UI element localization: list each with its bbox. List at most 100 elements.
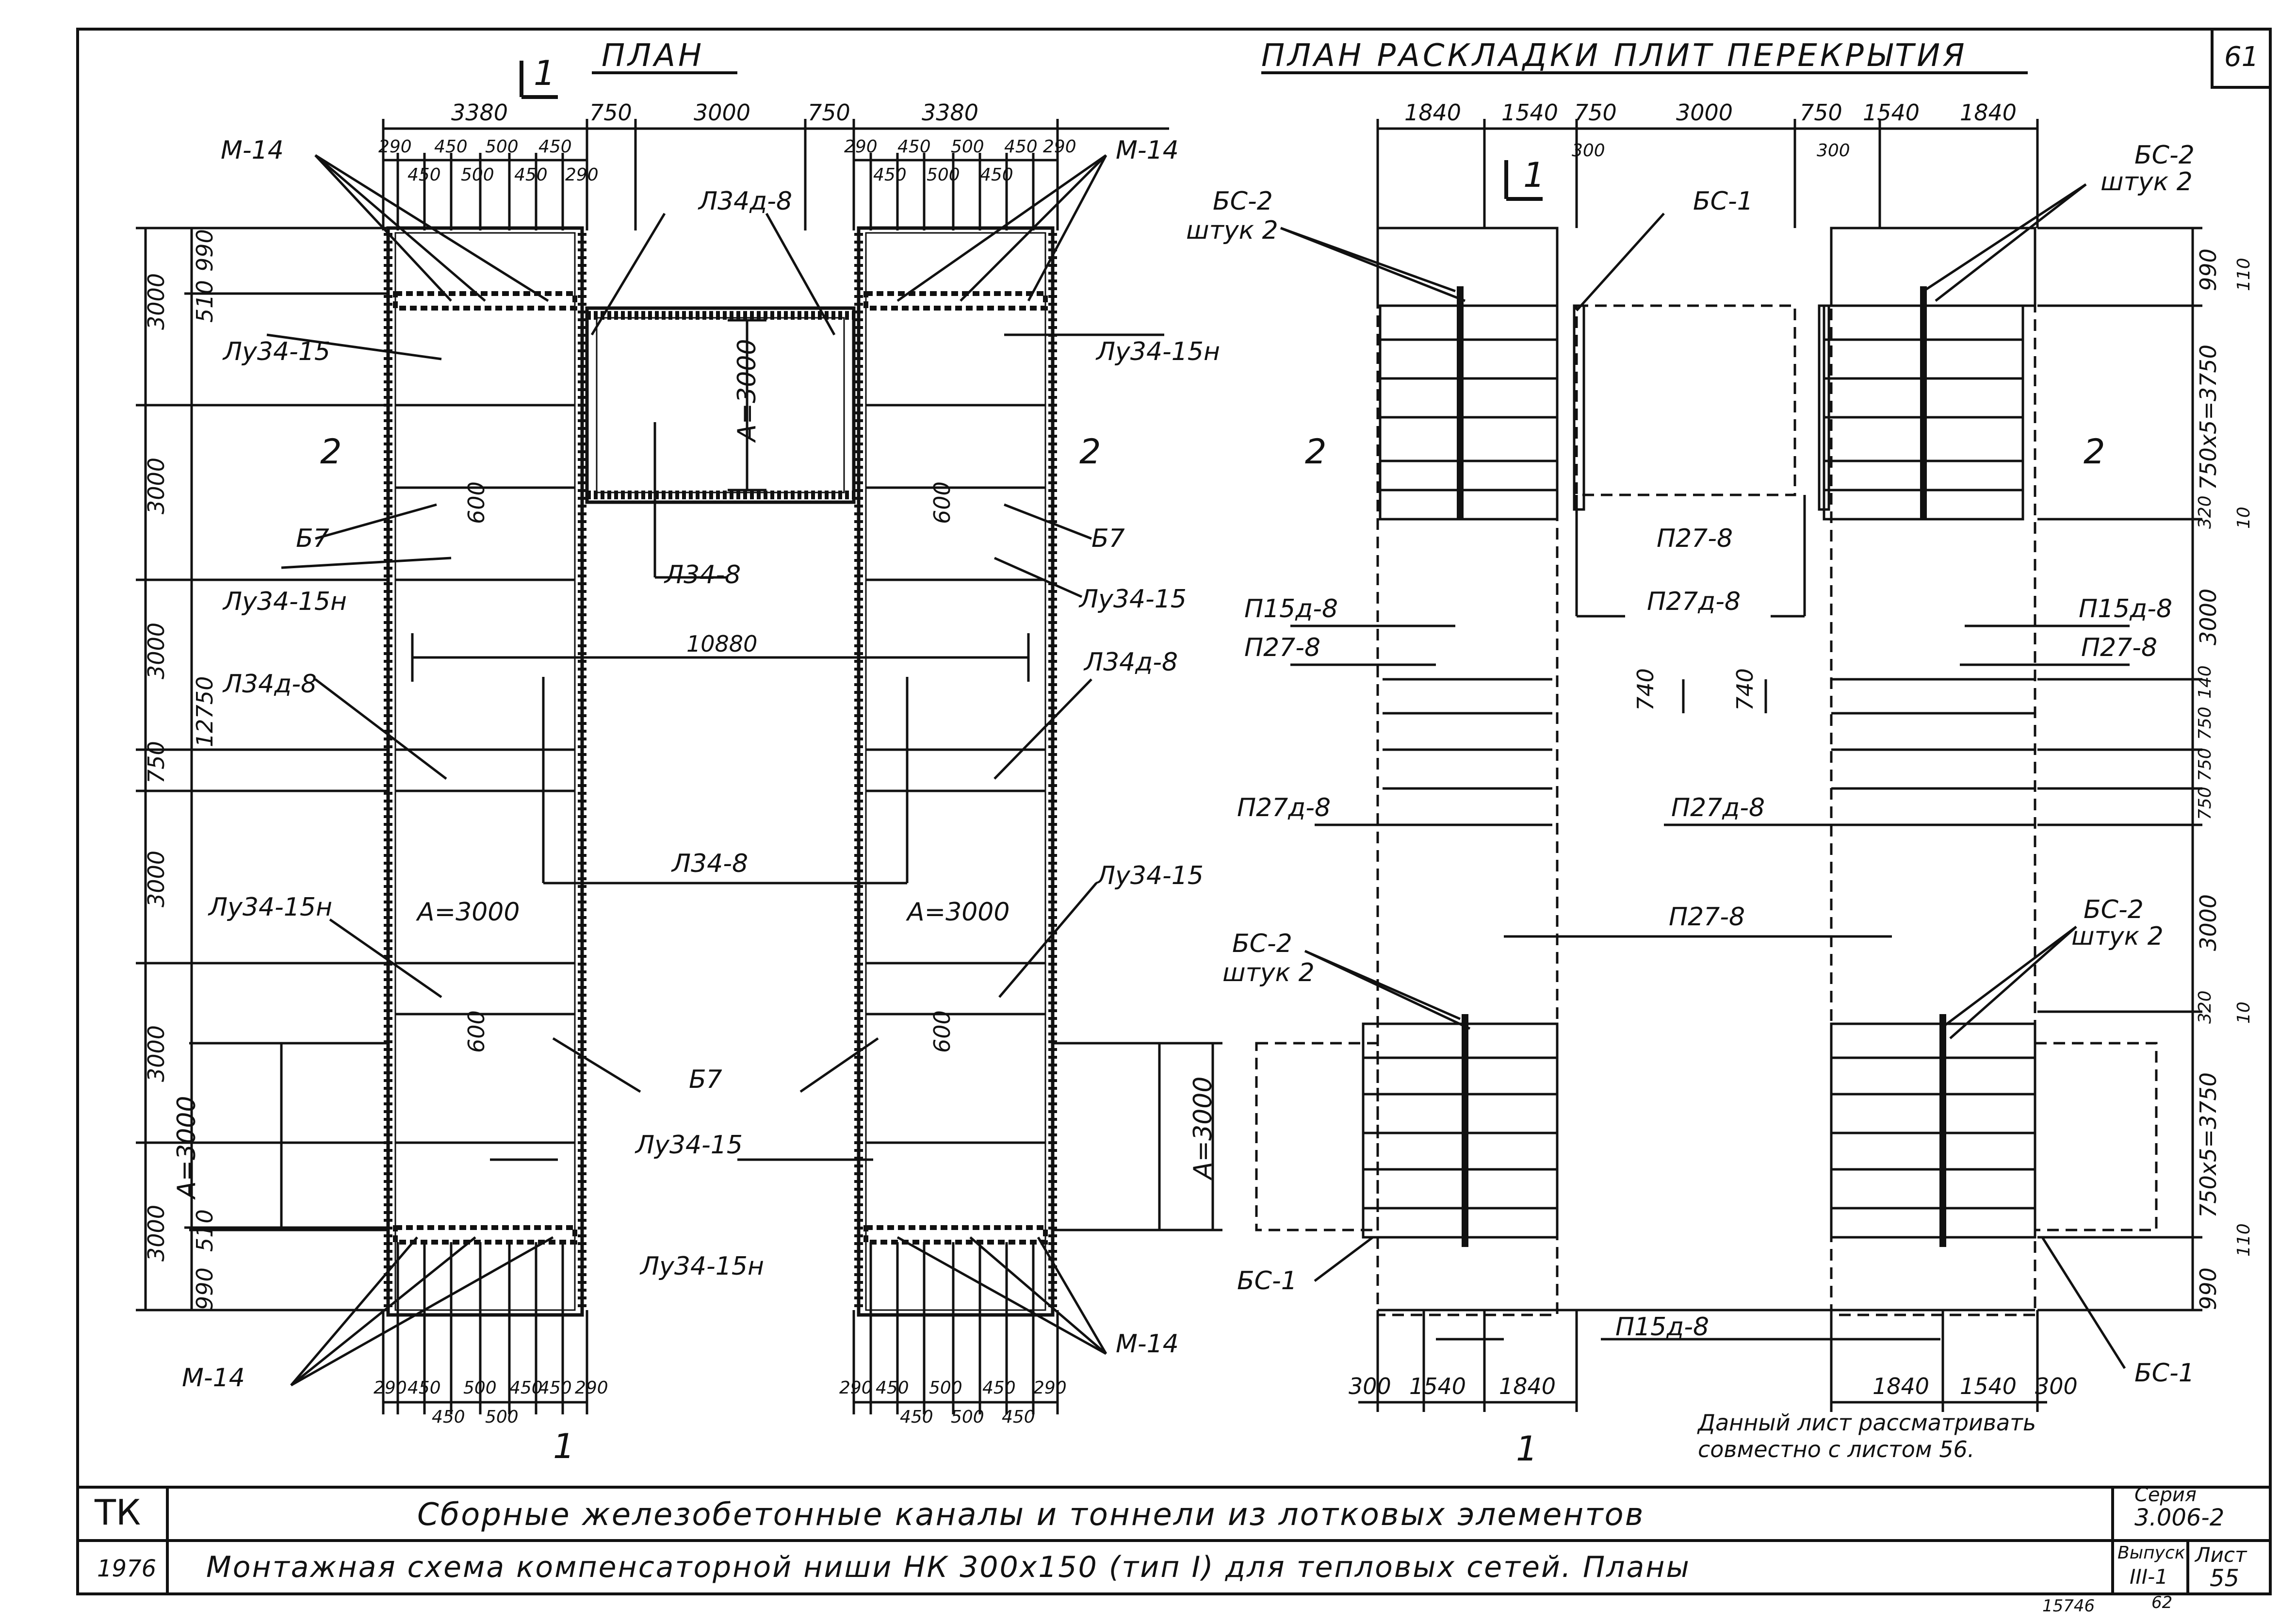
dim-bottom-right-5: 290: [1033, 1378, 1067, 1398]
rlabel-bs1-top: БС-1: [1693, 187, 1753, 216]
label-a3000-left: А=3000: [417, 898, 520, 927]
dim-bottom-left-4: 450: [509, 1378, 543, 1398]
left-section-1-top: 1: [534, 53, 555, 93]
title-block-line-1: Сборные железобетонные каналы и тоннели …: [417, 1497, 1645, 1533]
right-plan-title: ПЛАН РАСКЛАДКИ ПЛИТ ПЕРЕКРЫТИЯ: [1261, 38, 1968, 74]
dim-left-detail-3: 500: [485, 137, 519, 157]
dim-top-3380-left: 3380: [451, 99, 508, 126]
left-section-2-left: 2: [320, 432, 342, 472]
label-lu3415-right: Лу34-15: [1079, 585, 1187, 614]
dim-v-3000-6: 3000: [143, 1204, 169, 1262]
left-plan: [136, 61, 1222, 1414]
title-block-sheet-value: 55: [2210, 1565, 2240, 1592]
dim-v-510-bottom: 510: [192, 1209, 218, 1252]
dim-v-3000-5: 3000: [143, 1025, 169, 1082]
label-a3000-lower-left: А=3000: [172, 1096, 201, 1198]
dim-bottom-right-7: 500: [951, 1407, 984, 1427]
dim-top-750-left: 750: [589, 99, 632, 126]
rlabel-p27d8-left: П27д-8: [1237, 793, 1331, 822]
rlabel-bs2-lower-left: БС-2: [1232, 929, 1292, 958]
rlabel-qty-lower-left: штук 2: [1222, 958, 1315, 987]
rdim-top-750-right: 750: [1800, 99, 1842, 126]
rlabel-qty-lower-right: штук 2: [2071, 922, 2164, 951]
rlabel-p27d8-center: П27д-8: [1671, 793, 1765, 822]
rdim-v-990-bottom: 990: [2195, 1267, 2221, 1310]
rdim-v-320-top: 320: [2195, 495, 2215, 529]
rlabel-p15d8-right: П15д-8: [2079, 594, 2173, 623]
rlabel-p278-right: П27-8: [2081, 633, 2158, 662]
left-plan-title: ПЛАН: [602, 38, 705, 74]
rdim-top-750-left: 750: [1574, 99, 1617, 126]
dim-left-detail-1: 290: [378, 137, 412, 157]
label-m14-top-left: М-14: [221, 136, 284, 165]
title-block-line-2: Монтажная схема компенсаторной ниши НК 3…: [206, 1550, 1691, 1584]
rdim-top-1840-left: 1840: [1404, 99, 1462, 126]
title-block-tk: ТК: [95, 1492, 141, 1533]
dim-right-detail-1: 290: [844, 137, 878, 157]
rdim-v-110-top: 110: [2234, 258, 2254, 291]
right-section-2-right: 2: [2084, 432, 2105, 472]
dim-bottom-right-3: 500: [929, 1378, 962, 1398]
title-block-series-value: 3.006-2: [2134, 1504, 2225, 1531]
label-l34d8-right: Л34д-8: [1084, 648, 1178, 677]
dim-bottom-left-2: 450: [407, 1378, 441, 1398]
dim-bottom-right-1: 290: [839, 1378, 873, 1398]
dim-right-detail-6: 450: [873, 165, 907, 185]
label-600-lower-left: 600: [463, 1010, 489, 1053]
rlabel-p27d8-upper: П27д-8: [1647, 587, 1741, 616]
rdim-top-1840-right: 1840: [1960, 99, 2017, 126]
label-a3000-lower-right: А=3000: [1189, 1076, 1218, 1179]
dim-top-3380-right: 3380: [922, 99, 979, 126]
label-m14-bottom-left: М-14: [182, 1363, 245, 1393]
rlabel-bs1-lower-right: БС-1: [2134, 1359, 2195, 1388]
title-block-sheet-label: Лист: [2195, 1543, 2247, 1567]
label-l348-lower: Л34-8: [672, 849, 749, 878]
dim-bottom-left-6: 290: [575, 1378, 608, 1398]
title-block-series-label: Серия: [2134, 1484, 2197, 1506]
label-lu3415n-left: Лу34-15н: [223, 587, 347, 616]
dim-bottom-left-7: 450: [432, 1407, 465, 1427]
dim-top-3000: 3000: [694, 99, 751, 126]
dim-v-990-bottom: 990: [192, 1267, 218, 1310]
label-m14-top-right: М-14: [1116, 136, 1179, 165]
rdim-v-10-bottom: 10: [2234, 1001, 2254, 1024]
dim-top-750-right: 750: [808, 99, 850, 126]
label-lu3415-lower-right: Лу34-15: [1096, 861, 1204, 890]
dim-right-detail-4: 450: [1004, 137, 1038, 157]
rdim-v-750-3: 750: [2195, 787, 2215, 820]
rdim-bottom-1840-left: 1840: [1499, 1373, 1556, 1399]
rdim-top-1540-left: 1540: [1501, 99, 1559, 126]
sheet-frame: [76, 28, 2272, 1595]
title-block-year: 1976: [97, 1555, 157, 1582]
label-lu3415n-top-right: Лу34-15н: [1096, 337, 1220, 366]
label-600-upper-left: 600: [463, 481, 489, 524]
label-600-lower-right: 600: [929, 1010, 955, 1053]
dim-left-detail-7: 450: [514, 165, 548, 185]
label-lu3415-top-left: Лу34-15: [223, 337, 330, 366]
dim-bottom-left-3: 500: [463, 1378, 497, 1398]
right-plan: [1255, 71, 2202, 1412]
right-section-1-top: 1: [1523, 155, 1545, 195]
dim-v-3000-1: 3000: [143, 273, 169, 330]
dim-left-detail-6: 500: [461, 165, 494, 185]
dim-right-detail-8: 450: [980, 165, 1013, 185]
rlabel-bs2-top-left: БС-2: [1213, 187, 1273, 216]
rlabel-bs2-top-right: БС-2: [2134, 141, 2195, 170]
rlabel-p278-upper: П27-8: [1657, 524, 1733, 553]
dim-right-detail-3: 500: [951, 137, 984, 157]
rdim-v-110-bottom: 110: [2234, 1223, 2254, 1257]
rlabel-p278-left: П27-8: [1244, 633, 1321, 662]
archive-number: 15746: [2042, 1596, 2095, 1616]
title-block-issue-label: Выпуск: [2117, 1543, 2185, 1563]
label-a3000-right: А=3000: [907, 898, 1010, 927]
sheet-number-box: [2211, 28, 2272, 89]
label-l34d8-left: Л34д-8: [223, 670, 317, 699]
left-section-1-bottom: 1: [553, 1427, 575, 1466]
rdim-bottom-300-left: 300: [1349, 1373, 1391, 1399]
rdim-top-3000: 3000: [1676, 99, 1733, 126]
rdim-top-300-left: 300: [1572, 141, 1605, 161]
dim-v-510-top: 510: [192, 280, 218, 323]
dim-left-detail-5: 450: [407, 165, 441, 185]
rlabel-p278-center: П27-8: [1669, 902, 1745, 932]
